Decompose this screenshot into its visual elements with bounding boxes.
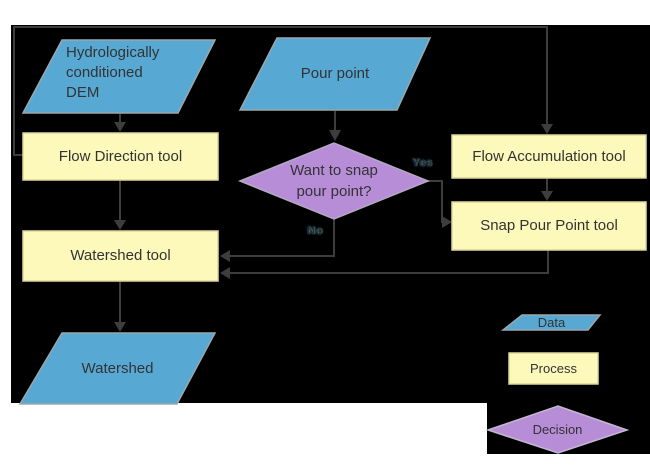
arrowhead-right-icon <box>442 216 452 228</box>
dem-parallelogram <box>21 39 217 114</box>
watershed-tool-box <box>22 230 219 282</box>
snap-pour-point-box <box>451 201 647 251</box>
arrowhead-down-icon <box>329 130 341 141</box>
flow-accumulation-box <box>451 134 647 179</box>
decision-diamond <box>237 142 431 220</box>
edge-snappourpoint-to-watershedtool <box>230 250 549 274</box>
arrowhead-left-icon <box>220 267 230 279</box>
no-edge-label: No <box>307 225 323 237</box>
legend-data-shape <box>500 314 602 331</box>
connector-arrowheads <box>114 122 553 332</box>
arrowhead-down-icon <box>114 220 126 230</box>
arrowhead-left-icon <box>220 250 230 262</box>
arrowhead-down-icon <box>114 322 126 332</box>
edge-flowdirection-to-flowaccumulation <box>13 26 548 156</box>
yes-edge-label: Yes <box>412 157 433 169</box>
pour-point-parallelogram <box>238 37 432 111</box>
legend-decision-shape <box>485 405 630 454</box>
flow-direction-box <box>22 132 219 181</box>
watershed-parallelogram <box>18 332 217 405</box>
arrowhead-down-icon <box>541 124 553 134</box>
edge-decision-no <box>230 219 335 257</box>
connector-lines <box>13 26 549 323</box>
legend-process-shape <box>508 352 599 385</box>
arrowhead-down-icon <box>114 122 126 132</box>
arrowhead-down-icon <box>541 191 553 201</box>
